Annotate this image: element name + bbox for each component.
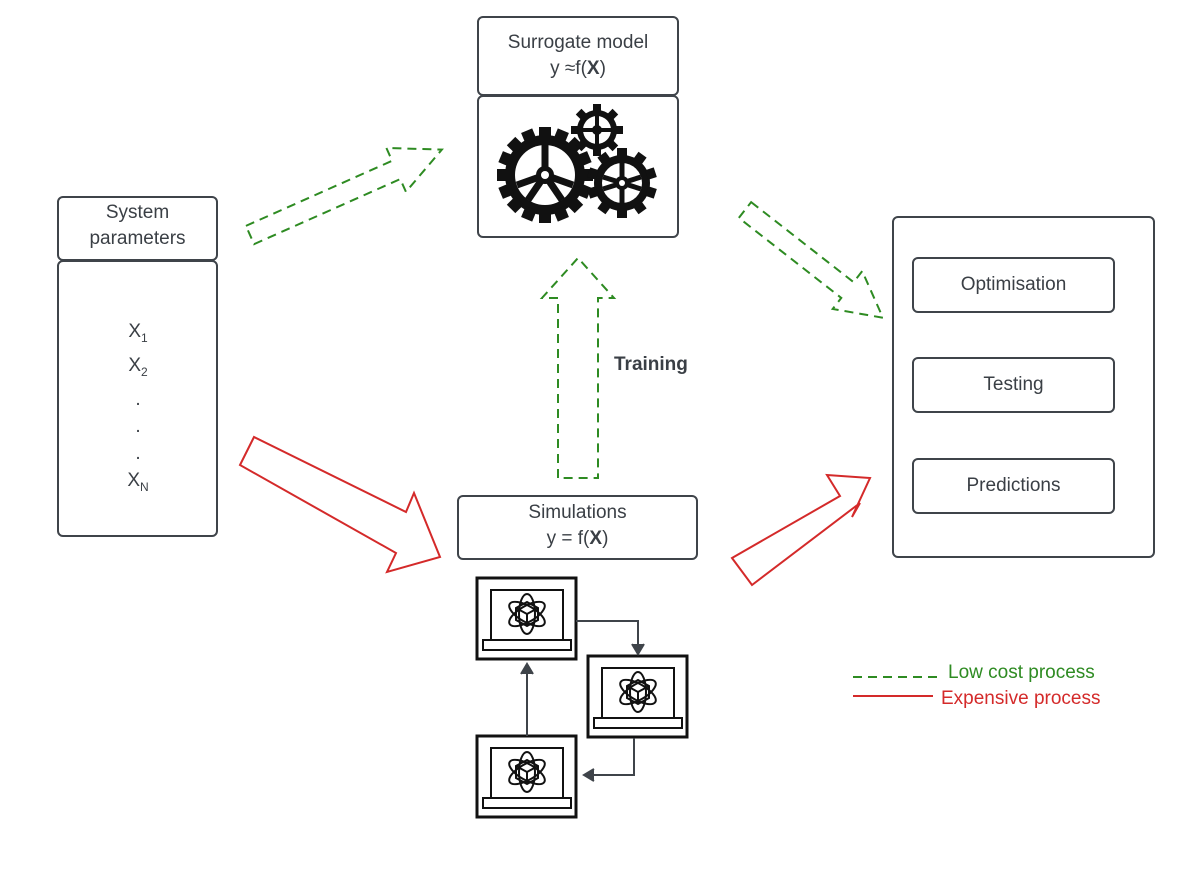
gears-icon bbox=[497, 104, 657, 223]
param-dot: . bbox=[135, 415, 141, 437]
testing-box: Testing bbox=[912, 357, 1115, 413]
system-parameters-title-line2: parameters bbox=[89, 228, 186, 249]
expensive-arrow-to-outputs bbox=[730, 473, 872, 587]
optimisation-box: Optimisation bbox=[912, 257, 1115, 313]
simulations-formula: y = f(X) bbox=[546, 528, 609, 549]
training-arrow bbox=[539, 256, 617, 479]
param-x1: X1 bbox=[128, 321, 148, 345]
predictions-box: Predictions bbox=[912, 458, 1115, 514]
laptop-cube-icon bbox=[475, 734, 578, 819]
expensive-arrow-to-simulations bbox=[238, 435, 442, 574]
laptop-cube-icon bbox=[586, 654, 689, 739]
param-x2: X2 bbox=[128, 354, 148, 379]
param-xn: XN bbox=[127, 469, 149, 494]
surrogate-body bbox=[477, 95, 679, 238]
param-dot: . bbox=[135, 442, 141, 464]
surrogate-title-text: Surrogate model bbox=[507, 32, 649, 53]
low-cost-arrow-to-outputs bbox=[737, 200, 885, 320]
legend-low-cost-label: Low cost process bbox=[948, 662, 1095, 683]
simulation-cycle-arrows bbox=[520, 620, 645, 782]
simulations-title: Simulations y = f(X) bbox=[457, 500, 698, 552]
surrogate-title: Surrogate model y ≈f(X) bbox=[477, 30, 679, 82]
system-parameters-title-line1: System bbox=[105, 202, 170, 223]
surrogate-formula: y ≈f(X) bbox=[550, 58, 606, 79]
system-parameters-body bbox=[57, 260, 218, 537]
simulations-header bbox=[457, 495, 698, 560]
laptop-cube-icon bbox=[475, 576, 578, 661]
training-label: Training bbox=[614, 354, 688, 375]
simulations-title-text: Simulations bbox=[528, 502, 627, 523]
low-cost-arrow-to-surrogate bbox=[244, 146, 444, 246]
param-dot: . bbox=[135, 388, 141, 410]
parameter-list: X1 X2 . . . XN bbox=[60, 318, 216, 500]
legend-expensive-label: Expensive process bbox=[941, 688, 1101, 709]
system-parameters-title: System parameters bbox=[57, 200, 218, 252]
